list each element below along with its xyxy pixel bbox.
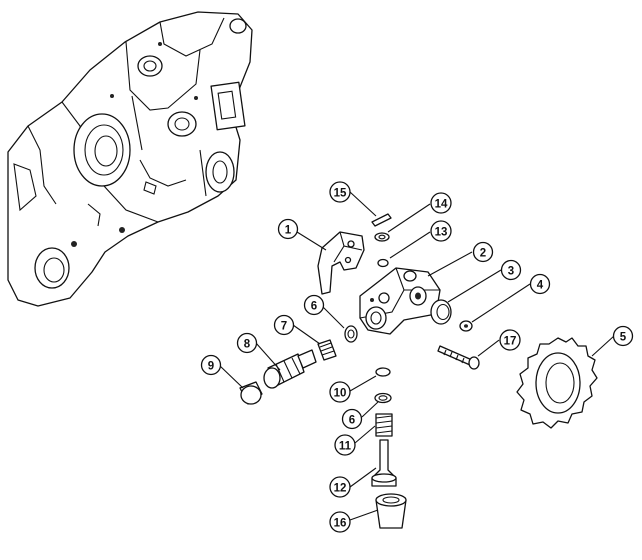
- callout-label: 7: [281, 321, 287, 333]
- callout-4: 4: [529, 273, 551, 295]
- callout-15: 15: [329, 181, 351, 203]
- callout-label: 8: [244, 339, 251, 351]
- screw-part: [437, 345, 480, 370]
- callout-11: 11: [334, 434, 356, 456]
- compression-spring-part: [375, 413, 393, 437]
- drive-gear-part: [516, 337, 598, 429]
- callout-label: 2: [480, 248, 486, 260]
- callout-label: 10: [334, 388, 347, 400]
- sleeve-part: [375, 493, 407, 529]
- callout-7: 7: [273, 314, 295, 336]
- thrust-washer-part: [344, 325, 358, 343]
- callout-label: 6: [311, 301, 317, 313]
- callout-label: 13: [435, 227, 448, 239]
- spring-part: [317, 339, 337, 361]
- crankcase-housing: [7, 11, 253, 307]
- callout-label: 9: [208, 361, 214, 373]
- washer-part: [459, 320, 473, 332]
- callout-2: 2: [472, 241, 494, 263]
- callout-14: 14: [430, 192, 452, 214]
- lower-washer-part: [374, 392, 392, 404]
- callout-label: 14: [435, 199, 448, 211]
- oil-pump-housing-part: [359, 267, 441, 335]
- callout-12: 12: [329, 476, 351, 498]
- callout-6-lower: 6: [341, 408, 363, 430]
- bracket-part: [317, 231, 365, 295]
- callout-label: 3: [508, 266, 514, 278]
- callout-label: 11: [339, 441, 352, 453]
- callout-5: 5: [612, 325, 634, 347]
- worm-part: [263, 349, 317, 389]
- callout-label: 15: [334, 188, 347, 200]
- snap-ring-part: [375, 367, 391, 377]
- callout-10: 10: [329, 381, 351, 403]
- callout-8: 8: [236, 332, 258, 354]
- pin-part: [371, 213, 392, 227]
- callout-13: 13: [430, 220, 452, 242]
- callout-6-upper: 6: [303, 294, 325, 316]
- callout-label: 1: [285, 225, 292, 237]
- callout-label: 6: [349, 415, 355, 427]
- seal-ring-part: [430, 299, 452, 325]
- callout-1: 1: [277, 218, 299, 240]
- callout-label: 17: [504, 336, 517, 348]
- callout-9: 9: [200, 354, 222, 376]
- callout-label: 5: [620, 332, 627, 344]
- cap-part: [239, 381, 263, 405]
- leader-lines: [218, 191, 615, 521]
- callout-label: 12: [334, 483, 347, 495]
- callout-3: 3: [500, 259, 522, 281]
- o-ring-part: [377, 258, 389, 268]
- callout-16: 16: [329, 511, 351, 533]
- valve-plunger-part: [371, 439, 397, 487]
- callout-label: 4: [537, 280, 544, 292]
- callout-label: 16: [334, 518, 347, 530]
- small-washer-part: [374, 232, 390, 242]
- callout-17: 17: [499, 329, 521, 351]
